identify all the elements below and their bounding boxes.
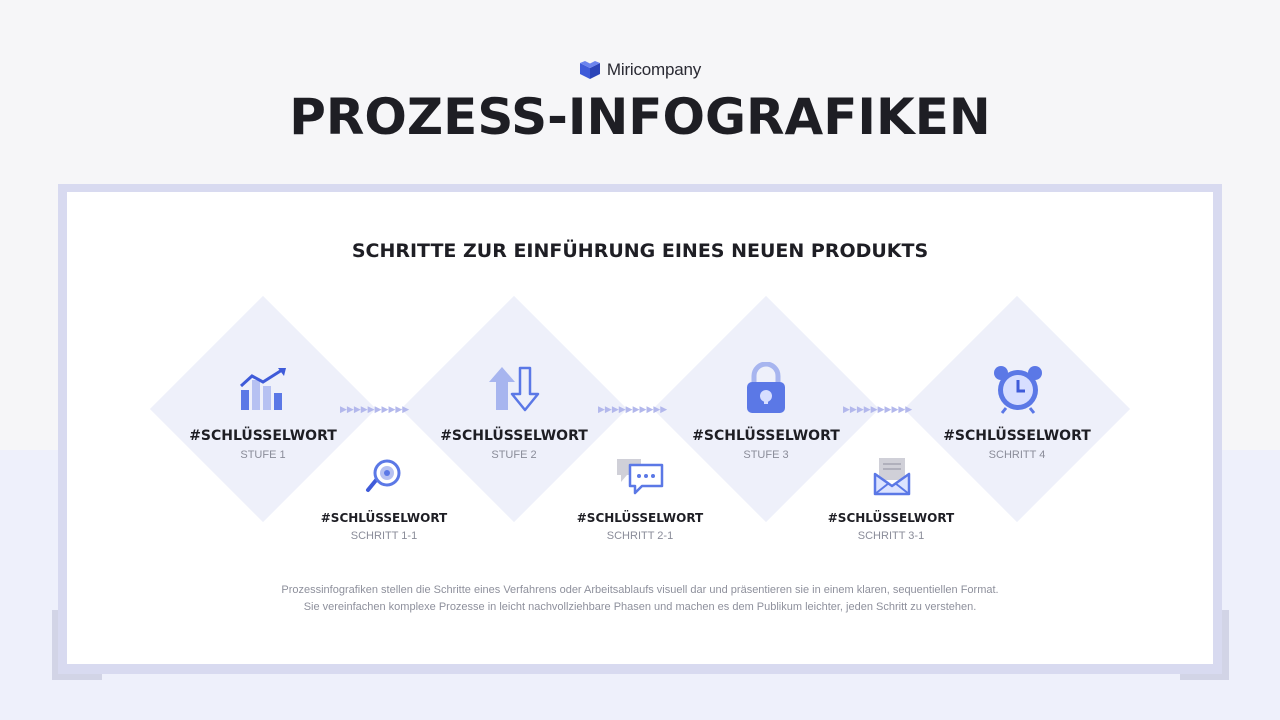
description-line-2: Sie vereinfachen komplexe Prozesse in le… — [303, 601, 977, 613]
step-1-label: STUFE 1 — [240, 449, 286, 461]
page-title: PROZESS-INFOGRAFIKEN — [289, 88, 991, 146]
step-3-label: STUFE 3 — [743, 449, 789, 461]
step-4-keyword: #SCHLÜSSELWORT — [943, 428, 1091, 444]
padlock-icon — [747, 362, 785, 413]
up-down-arrows-icon — [489, 366, 540, 412]
chat-bubbles-icon — [617, 459, 664, 495]
cube-logo-icon — [579, 61, 600, 79]
growth-chart-icon — [239, 368, 286, 410]
diagram-title: SCHRITTE ZUR EINFÜHRUNG EINES NEUEN PROD… — [351, 240, 929, 262]
step-1-keyword: #SCHLÜSSELWORT — [189, 428, 337, 444]
description-line-1: Prozessinfografiken stellen die Schritte… — [281, 584, 999, 596]
connector-arrows-3: ▶▶▶▶▶▶▶▶▶▶ — [843, 404, 913, 414]
brand-name: Miricompany — [606, 60, 702, 79]
substep-3-keyword: #SCHLÜSSELWORT — [827, 511, 955, 525]
connector-arrows-1: ▶▶▶▶▶▶▶▶▶▶ — [340, 404, 410, 414]
brand-logo: Miricompany — [0, 60, 1280, 80]
step-4-label: SCHRITT 4 — [988, 449, 1046, 461]
step-2-keyword: #SCHLÜSSELWORT — [440, 428, 588, 444]
diagram-description: Prozessinfografiken stellen die Schritte… — [0, 582, 1280, 616]
substep-1-keyword: #SCHLÜSSELWORT — [320, 511, 448, 525]
step-3-keyword: #SCHLÜSSELWORT — [692, 428, 840, 444]
step-2-label: STUFE 2 — [491, 449, 537, 461]
connector-arrows-2: ▶▶▶▶▶▶▶▶▶▶ — [598, 404, 668, 414]
substep-2-keyword: #SCHLÜSSELWORT — [576, 511, 704, 525]
envelope-icon — [873, 458, 911, 496]
substep-3-label: SCHRITT 3-1 — [857, 530, 925, 542]
alarm-clock-icon — [994, 366, 1042, 414]
substep-1-label: SCHRITT 1-1 — [350, 530, 418, 542]
magnifier-icon — [366, 459, 401, 492]
substep-2-label: SCHRITT 2-1 — [606, 530, 674, 542]
